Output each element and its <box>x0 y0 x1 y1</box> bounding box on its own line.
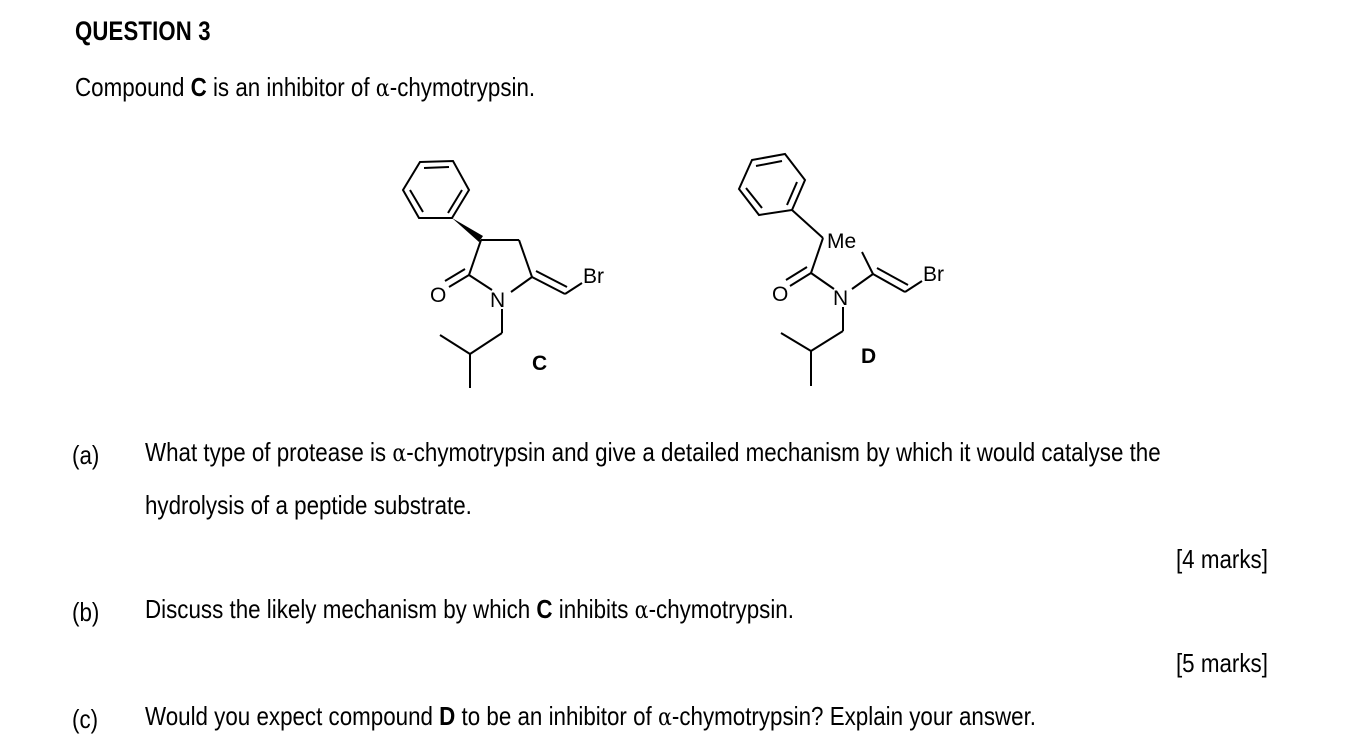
structure-c-exo-double-bond <box>531 276 566 295</box>
structure-d-atom-br: Br <box>923 263 944 286</box>
structure-d-benzene-inner-bond <box>745 187 763 209</box>
structure-c-isobutyl-bond <box>439 334 471 355</box>
part-a-label: (a) <box>72 440 100 470</box>
structure-c-wedge-bond <box>452 218 483 242</box>
part-c-pre: Would you expect compound <box>145 701 440 731</box>
structure-d-atom-n: N <box>833 287 848 310</box>
structure-c-atom-o: O <box>430 284 446 307</box>
part-b-label: (b) <box>72 597 100 627</box>
structure-d-carbonyl-bond <box>785 266 808 281</box>
structure-d-benzene-inner-bond <box>755 160 783 167</box>
structure-d-atom-o: O <box>772 283 788 306</box>
structure-c-exo-double-bond <box>535 270 568 288</box>
structure-c-ring-bond <box>468 274 493 291</box>
structure-d-exo-double-bond <box>872 273 906 293</box>
part-c-mid: to be an inhibitor of <box>455 701 658 731</box>
part-b-greek-alpha: α <box>634 596 649 624</box>
part-a-line1-pre: What type of protease is <box>145 437 393 467</box>
structure-d-exo-double-bond <box>876 267 909 286</box>
structure-d-benzyl-bond <box>810 237 824 274</box>
structure-c <box>401 159 583 388</box>
part-b-pre: Discuss the likely mechanism by which <box>145 594 537 624</box>
structure-d-benzene-inner-bond <box>786 181 798 206</box>
part-c-compound-label: D <box>439 701 456 731</box>
part-a-line-1: What type of protease is α-chymotrypsin … <box>145 426 1161 479</box>
structure-c-ring-bond <box>518 239 533 278</box>
intro-compound-label: C <box>190 72 207 102</box>
structure-c-labels: O N Br C <box>430 265 604 375</box>
part-b-post: -chymotrypsin. <box>648 594 794 624</box>
part-c-post: -chymotrypsin? Explain your answer. <box>671 701 1037 731</box>
chemical-structures-figure: O N Br C Me O N Br D <box>401 152 944 388</box>
part-b-mid: inhibits <box>552 594 635 624</box>
structure-c-atom-n: N <box>490 289 505 312</box>
structure-c-ring-bond <box>468 239 482 276</box>
structure-c-benzene-inner-bond <box>447 189 463 214</box>
intro-suffix: -chymotrypsin. <box>389 72 536 102</box>
structure-d-isobutyl-bond <box>810 330 844 352</box>
intro-sentence: Compound C is an inhibitor of α-chymotry… <box>75 72 535 103</box>
part-b-marks: [5 marks] <box>1176 648 1268 678</box>
structure-c-carbonyl-bond <box>444 268 466 282</box>
structure-c-benzene-ring <box>401 159 471 219</box>
part-b-compound-label: C <box>536 594 553 624</box>
part-b-text: Discuss the likely mechanism by which C … <box>145 583 794 636</box>
structure-c-cbr-bond <box>564 282 583 295</box>
structure-d-nvinyl-bond <box>851 273 874 290</box>
structure-d-label: D <box>861 345 876 368</box>
structure-d-benzyl-bond <box>791 209 824 239</box>
structure-d-methyl-bond <box>861 251 874 275</box>
structure-c-benzene-inner-bond <box>409 189 424 213</box>
structure-c-carbonyl-bond <box>448 274 470 288</box>
structure-d-carbonyl-bond <box>789 272 812 287</box>
part-a-line1-post: -chymotrypsin and give a detailed mechan… <box>406 437 1161 467</box>
structure-d-isobutyl-bond <box>780 332 812 352</box>
structure-c-atom-br: Br <box>583 265 604 288</box>
structure-d-amide-bond <box>810 272 835 290</box>
structure-c-benzene-inner-bond <box>423 166 450 169</box>
part-c-label: (c) <box>72 704 99 734</box>
part-c-greek-alpha: α <box>657 703 672 731</box>
structure-d-cbr-bond <box>904 280 923 293</box>
structure-d <box>737 152 923 386</box>
part-a-text: What type of protease is α-chymotrypsin … <box>145 426 1161 531</box>
intro-greek-alpha: α <box>375 74 390 102</box>
part-a-marks: [4 marks] <box>1176 544 1268 574</box>
structure-c-ring-bond <box>510 276 533 293</box>
structure-d-atom-me: Me <box>827 230 856 253</box>
question-heading: QUESTION 3 <box>75 16 211 46</box>
intro-prefix: Compound <box>75 72 191 102</box>
part-a-line-2: hydrolysis of a peptide substrate. <box>145 490 472 520</box>
structure-c-label: C <box>532 352 547 375</box>
part-c-text: Would you expect compound D to be an inh… <box>145 690 1036 743</box>
intro-middle: is an inhibitor of <box>206 72 376 102</box>
structure-d-labels: Me O N Br D <box>772 230 944 368</box>
part-a-greek-alpha: α <box>392 439 407 467</box>
structure-c-isobutyl-bond <box>469 332 503 355</box>
